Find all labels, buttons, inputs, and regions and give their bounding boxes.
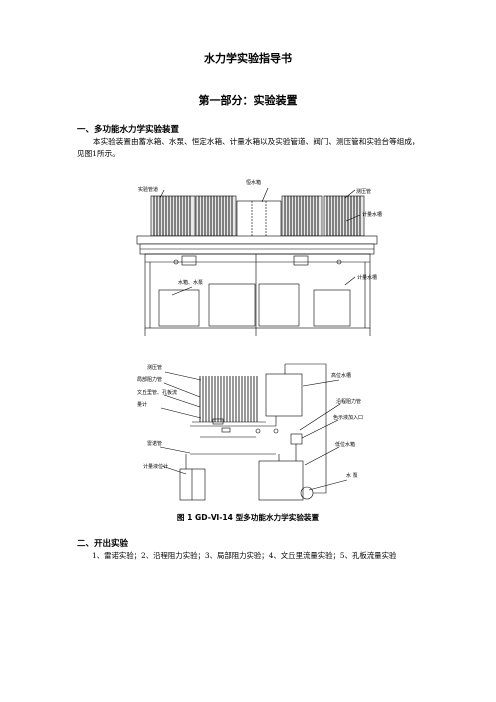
part-title: 第一部分：实验装置 <box>198 94 298 107</box>
label-s-low-tank: 低位水箱 <box>335 441 355 448</box>
section1-paragraph: 本实验装置由蓄水箱、水泵、恒定水箱、计量水箱以及实验管道、阀门、测压管和实验台等… <box>77 137 420 158</box>
label-pipe: 实验管道 <box>138 186 158 193</box>
label-s-high-tank: 高位水槽 <box>331 372 351 379</box>
label-s-local-loss: 局部阻力管 <box>137 376 162 383</box>
section1-heading: 一、多功能水力学实验装置 <box>77 125 180 135</box>
document-title: 水力学实验指导书 <box>204 52 292 65</box>
piezometer-banks <box>150 195 365 237</box>
apparatus-drawing <box>136 187 378 336</box>
label-s-venturi: 文丘里管、孔板流 <box>137 389 177 396</box>
label-s-pump: 水 泵 <box>346 472 358 479</box>
label-s-friction: 沿程阻力管 <box>336 398 361 405</box>
label-meter-tank: 计量水槽 <box>362 211 382 218</box>
label-s-piezometer: 测压管 <box>147 364 162 371</box>
apparatus-labels: 实验管道 恒水箱 测压管 计量水槽 计量水槽 水箱、水泵 <box>138 179 382 286</box>
section2-heading: 二、开出实验 <box>77 539 129 549</box>
label-tank: 恒水箱 <box>246 179 261 186</box>
label-s-gauge: 计量液位计 <box>143 463 168 470</box>
label-s-dye-inlet: 色示液加入口 <box>333 414 363 421</box>
label-meter-tank-right: 计量水槽 <box>357 274 377 281</box>
label-reservoir-pump: 水箱、水泵 <box>178 279 203 286</box>
label-s-reynolds: 雷诺管 <box>147 440 162 447</box>
figure-caption: 图 1 GD-Ⅵ-14 型多功能水力学实验装置 <box>176 513 320 522</box>
schematic-labels: 测压管 局部阻力管 文丘里管、孔板流 量计 雷诺管 计量液位计 高位水槽 沿程阻… <box>137 364 363 479</box>
label-piezometer: 测压管 <box>356 188 371 195</box>
label-s-flowmeter: 量计 <box>137 401 147 408</box>
schematic-drawing <box>159 363 348 501</box>
experiment-list: 1、雷诺实验；2、沿程阻力实验；3、局部阻力实验；4、文丘里流量实验；5、孔板流… <box>92 551 397 560</box>
